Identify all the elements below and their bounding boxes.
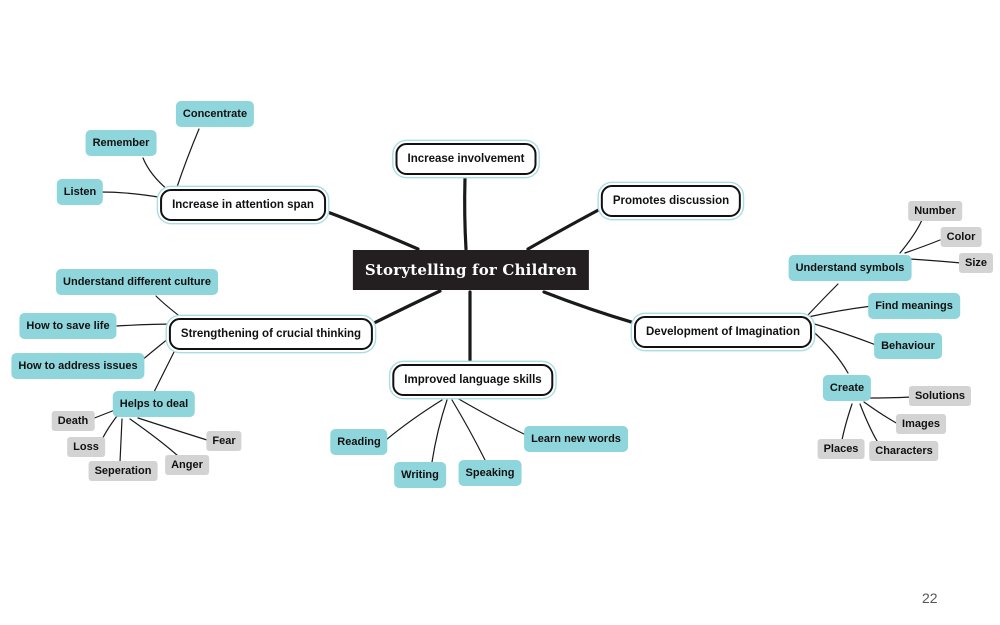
branch-increase-involvement: Increase involvement <box>395 143 537 175</box>
item-anger: Anger <box>165 455 209 475</box>
edge-center-attention <box>323 209 420 251</box>
branch-crucial-thinking: Strengthening of crucial thinking <box>168 318 374 350</box>
edge-imagination-symbols <box>807 283 839 316</box>
item-seperation: Seperation <box>88 461 158 481</box>
leaf-understand-symbols: Understand symbols <box>788 255 912 281</box>
item-color: Color <box>940 227 982 247</box>
edge-create-images <box>863 401 899 425</box>
edge-deal-seperation <box>119 418 123 463</box>
edge-deal-anger <box>129 418 179 457</box>
leaf-reading: Reading <box>330 429 388 455</box>
leaf-understand-culture: Understand different culture <box>56 269 218 295</box>
edge-imagination-meanings <box>807 305 873 318</box>
edge-language-newwords <box>456 397 529 437</box>
leaf-find-meanings: Find meanings <box>868 293 960 319</box>
edge-symbols-number <box>899 219 923 254</box>
edge-symbols-size <box>909 258 962 264</box>
leaf-writing: Writing <box>394 462 446 488</box>
branch-imagination: Development of Imagination <box>634 316 812 348</box>
edge-language-writing <box>431 399 448 463</box>
edge-attention-concentrate <box>175 128 200 191</box>
item-places: Places <box>817 439 865 459</box>
center-topic: Storytelling for Children <box>352 250 590 290</box>
edge-language-reading <box>385 399 443 441</box>
edge-imagination-behaviour <box>807 321 877 346</box>
page-number: 22 <box>922 590 938 606</box>
edge-imagination-create <box>807 326 849 374</box>
leaf-learn-new-words: Learn new words <box>524 426 628 452</box>
leaf-address-issues: How to address issues <box>11 353 145 379</box>
edge-language-speaking <box>451 399 486 461</box>
edge-center-critical <box>364 289 442 329</box>
item-size: Size <box>958 253 994 273</box>
edge-attention-remember <box>142 157 169 191</box>
edge-deal-fear <box>137 417 208 441</box>
edge-create-solutions <box>865 396 913 399</box>
leaf-listen: Listen <box>56 179 104 205</box>
leaf-remember: Remember <box>85 130 157 156</box>
leaf-concentrate: Concentrate <box>175 101 255 127</box>
branch-attention-span: Increase in attention span <box>160 189 326 221</box>
item-solutions: Solutions <box>908 386 972 406</box>
edge-center-discussion <box>526 204 608 251</box>
branch-promotes-discussion: Promotes discussion <box>600 185 742 217</box>
leaf-speaking: Speaking <box>458 460 522 486</box>
branch-language-skills: Improved language skills <box>392 364 554 396</box>
item-death: Death <box>51 411 95 431</box>
edge-attention-listen <box>100 191 165 199</box>
leaf-create: Create <box>822 375 872 401</box>
item-fear: Fear <box>206 431 242 451</box>
item-number: Number <box>908 201 962 221</box>
edge-create-places <box>841 403 853 441</box>
edge-center-imagination <box>542 290 640 326</box>
edge-center-involvement <box>463 176 468 251</box>
leaf-helps-to-deal: Helps to deal <box>112 391 196 417</box>
leaf-behaviour: Behaviour <box>874 333 942 359</box>
leaf-save-life: How to save life <box>19 313 117 339</box>
edge-deal-death <box>91 409 116 420</box>
item-loss: Loss <box>67 437 105 457</box>
item-characters: Characters <box>869 441 939 461</box>
edge-critical-culture <box>155 295 183 319</box>
edge-symbols-color <box>904 239 941 254</box>
item-images: Images <box>896 414 946 434</box>
